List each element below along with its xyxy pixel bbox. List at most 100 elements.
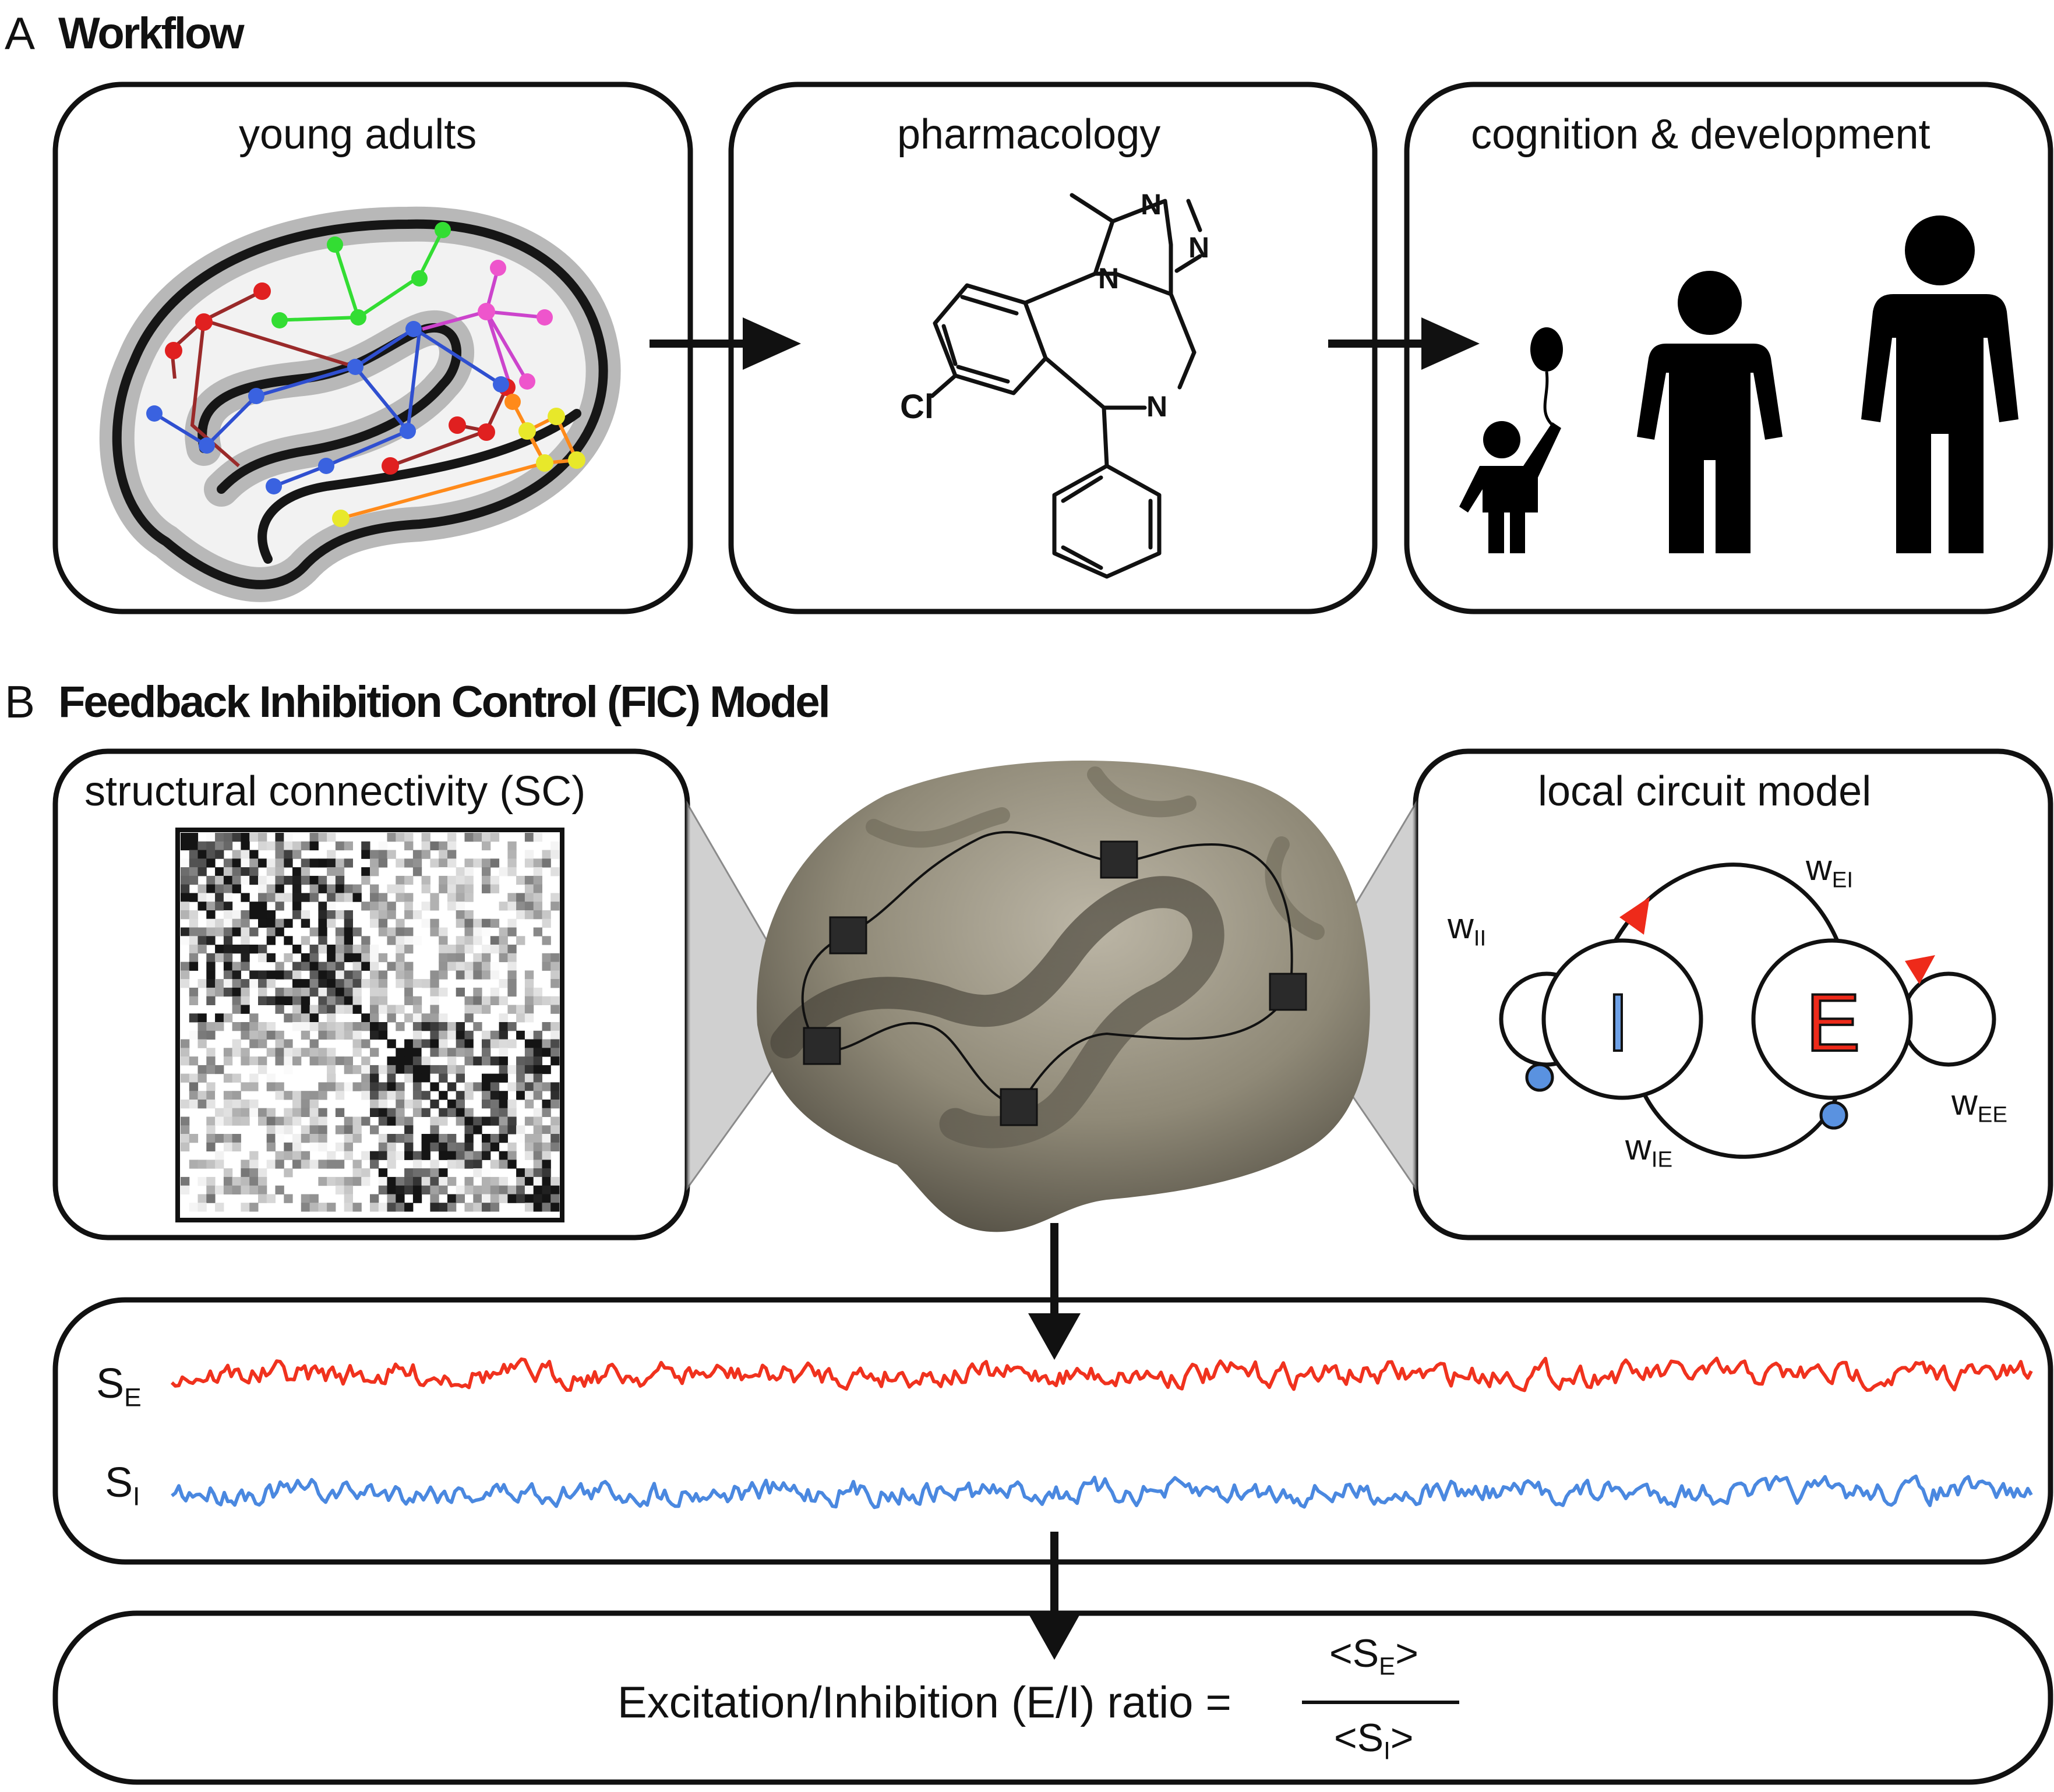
sc-matrix-cell [189, 833, 199, 842]
sc-matrix-cell [352, 1203, 362, 1212]
sc-matrix-cell [378, 1185, 388, 1194]
sc-matrix-cell [241, 910, 250, 920]
sc-matrix-cell [327, 996, 336, 1005]
sc-matrix-cell [232, 1108, 241, 1117]
sc-matrix-cell [215, 918, 224, 928]
sc-matrix-cell [533, 1142, 542, 1152]
sc-matrix-cell [464, 875, 474, 885]
sc-matrix-cell [533, 1125, 542, 1134]
sc-matrix-cell [284, 1056, 293, 1066]
sc-matrix-cell [197, 1073, 207, 1083]
sc-matrix-cell [412, 936, 422, 945]
sc-matrix-cell [189, 996, 199, 1005]
sc-matrix-cell [456, 893, 465, 902]
sc-matrix-cell [447, 841, 457, 851]
sc-matrix-cell [258, 1108, 267, 1117]
sc-matrix-cell [241, 1022, 250, 1031]
sc-matrix-cell [507, 1160, 517, 1169]
sc-matrix-cell [464, 833, 474, 842]
sc-matrix-cell [361, 1013, 370, 1023]
sc-matrix-cell [482, 1039, 491, 1048]
sc-matrix-cell [318, 1108, 327, 1117]
sc-matrix-cell [370, 850, 379, 859]
sc-matrix-cell [396, 1100, 405, 1109]
sc-matrix-cell [215, 850, 224, 859]
sc-matrix-cell [387, 1056, 396, 1066]
sc-matrix-cell [447, 1065, 457, 1075]
sc-matrix-cell [507, 1082, 517, 1091]
sc-matrix-cell [223, 910, 233, 920]
sc-matrix-cell [464, 893, 474, 902]
sc-matrix-cell [550, 1134, 560, 1143]
sc-matrix-cell [421, 1082, 430, 1091]
sc-matrix-cell [189, 1082, 199, 1091]
sc-matrix-cell [215, 841, 224, 851]
sc-matrix-cell [507, 858, 517, 868]
sc-matrix-cell [421, 850, 430, 859]
sc-matrix-cell [412, 979, 422, 988]
sc-matrix-cell [499, 1039, 508, 1048]
sc-matrix-cell [344, 1194, 353, 1203]
sc-matrix-cell [396, 1005, 405, 1014]
sc-matrix-cell [542, 1194, 551, 1203]
sc-matrix-cell [232, 987, 241, 997]
sc-matrix-cell [241, 1185, 250, 1194]
sc-matrix-cell [284, 1125, 293, 1134]
sc-matrix-cell [318, 858, 327, 868]
sc-matrix-cell [482, 875, 491, 885]
sc-matrix-cell [275, 987, 284, 997]
sc-matrix-cell [507, 850, 517, 859]
sc-matrix-cell [482, 1091, 491, 1100]
sc-matrix-cell [301, 910, 310, 920]
sc-matrix-cell [550, 970, 560, 980]
sc-matrix-cell [430, 1065, 439, 1075]
sc-matrix-cell [318, 927, 327, 936]
sc-matrix-cell [370, 1013, 379, 1023]
sc-matrix-cell [447, 893, 457, 902]
sc-matrix-cell [524, 1039, 534, 1048]
sc-matrix-cell [482, 962, 491, 971]
sc-matrix-cell [181, 1176, 190, 1186]
sc-matrix-cell [223, 987, 233, 997]
sc-matrix-cell [412, 867, 422, 876]
sc-matrix-cell [361, 1073, 370, 1083]
sc-matrix-cell [456, 1108, 465, 1117]
sc-matrix-cell [284, 1168, 293, 1178]
sc-matrix-cell [524, 1168, 534, 1178]
sc-matrix-cell [344, 996, 353, 1005]
sc-matrix-cell [352, 884, 362, 893]
sc-matrix-cell [241, 1116, 250, 1126]
sc-matrix-cell [482, 1203, 491, 1212]
sc-matrix-cell [197, 902, 207, 911]
sc-matrix-cell [378, 1203, 388, 1212]
sc-matrix-cell [301, 867, 310, 876]
sc-matrix-cell [482, 1056, 491, 1066]
sc-matrix-cell [206, 850, 216, 859]
sc-matrix-cell [370, 1203, 379, 1212]
sc-matrix-cell [370, 910, 379, 920]
sc-matrix-cell [344, 1065, 353, 1075]
sc-matrix-cell [507, 1125, 517, 1134]
sc-matrix-cell [284, 1013, 293, 1023]
sc-matrix-cell [223, 945, 233, 954]
sc-matrix-cell [335, 1108, 345, 1117]
sc-matrix-cell [206, 1176, 216, 1186]
sc-matrix-cell [223, 1108, 233, 1117]
sc-matrix-cell [378, 858, 388, 868]
sc-matrix-cell [370, 918, 379, 928]
sc-matrix-cell [258, 1176, 267, 1186]
sc-matrix-cell [421, 902, 430, 911]
sc-matrix-cell [266, 936, 276, 945]
sc-matrix-cell [456, 1100, 465, 1109]
sc-matrix-cell [284, 1091, 293, 1100]
sc-matrix-cell [266, 1108, 276, 1117]
sc-matrix-cell [361, 1091, 370, 1100]
cortical-surface-brain [757, 760, 1370, 1232]
sc-matrix-cell [490, 1100, 500, 1109]
sc-matrix-cell [301, 1048, 310, 1057]
sc-matrix-cell [327, 833, 336, 842]
sc-matrix-cell [396, 962, 405, 971]
sc-matrix-cell [370, 1125, 379, 1134]
sc-matrix-cell [482, 884, 491, 893]
sc-matrix-cell [439, 1168, 448, 1178]
